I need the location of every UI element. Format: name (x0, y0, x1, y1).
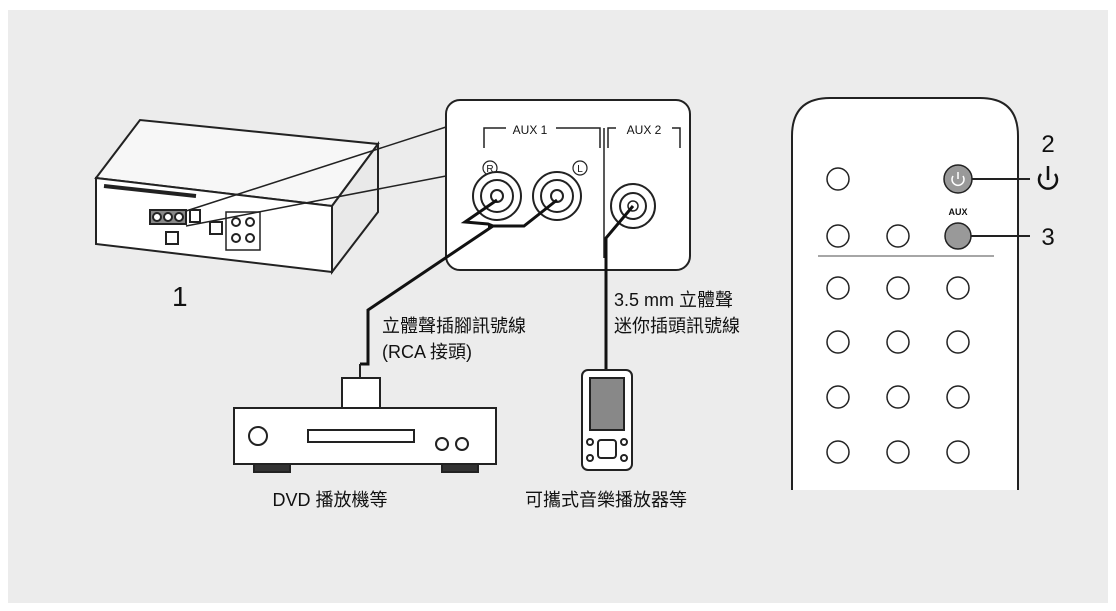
aux-button-label: AUX (948, 207, 967, 217)
remote-button[interactable] (886, 276, 910, 300)
remote-button[interactable] (826, 385, 850, 409)
rca-cable (360, 198, 558, 366)
remote-button[interactable] (886, 330, 910, 354)
aux-button[interactable] (944, 222, 972, 250)
portable-player-caption: 可攜式音樂播放器等 (525, 490, 687, 510)
aux1-label: AUX 1 (513, 123, 548, 137)
main-unit-step-number: 1 (172, 281, 188, 312)
remote-button[interactable] (826, 224, 850, 248)
remote-button[interactable] (886, 224, 910, 248)
remote-button[interactable] (826, 276, 850, 300)
main-unit (94, 118, 380, 275)
dvd-player (233, 364, 497, 473)
left-jack-mark: L (577, 164, 583, 175)
right-jack-mark: R (486, 164, 493, 175)
remote-button[interactable] (946, 276, 970, 300)
power-button[interactable] (943, 164, 973, 194)
remote-button[interactable] (946, 440, 970, 464)
mini-cable-label: 3.5 mm 立體聲 (614, 290, 733, 310)
rca-cable-label: 立體聲插腳訊號線 (382, 316, 526, 336)
portable-music-player (581, 369, 633, 471)
remote-button[interactable] (826, 167, 850, 191)
power-step-number: 2 (1041, 131, 1054, 158)
zoom-line (185, 175, 447, 227)
mini-cable-label-2: 迷你插頭訊號線 (614, 316, 740, 336)
rca-connector-label: (RCA 接頭) (382, 342, 472, 362)
remote-button-grid (826, 276, 970, 464)
remote-button[interactable] (946, 330, 970, 354)
zoom-line (185, 126, 447, 212)
remote-button[interactable] (886, 440, 910, 464)
mini-plug-cable (604, 205, 635, 370)
aux-step-number: 3 (1041, 224, 1054, 251)
remote-button[interactable] (826, 330, 850, 354)
aux2-label: AUX 2 (627, 123, 662, 137)
remote-button[interactable] (886, 385, 910, 409)
dvd-player-caption: DVD 播放機等 (272, 490, 387, 510)
power-symbol-icon (1037, 166, 1059, 190)
remote-button[interactable] (826, 440, 850, 464)
remote-button[interactable] (946, 385, 970, 409)
